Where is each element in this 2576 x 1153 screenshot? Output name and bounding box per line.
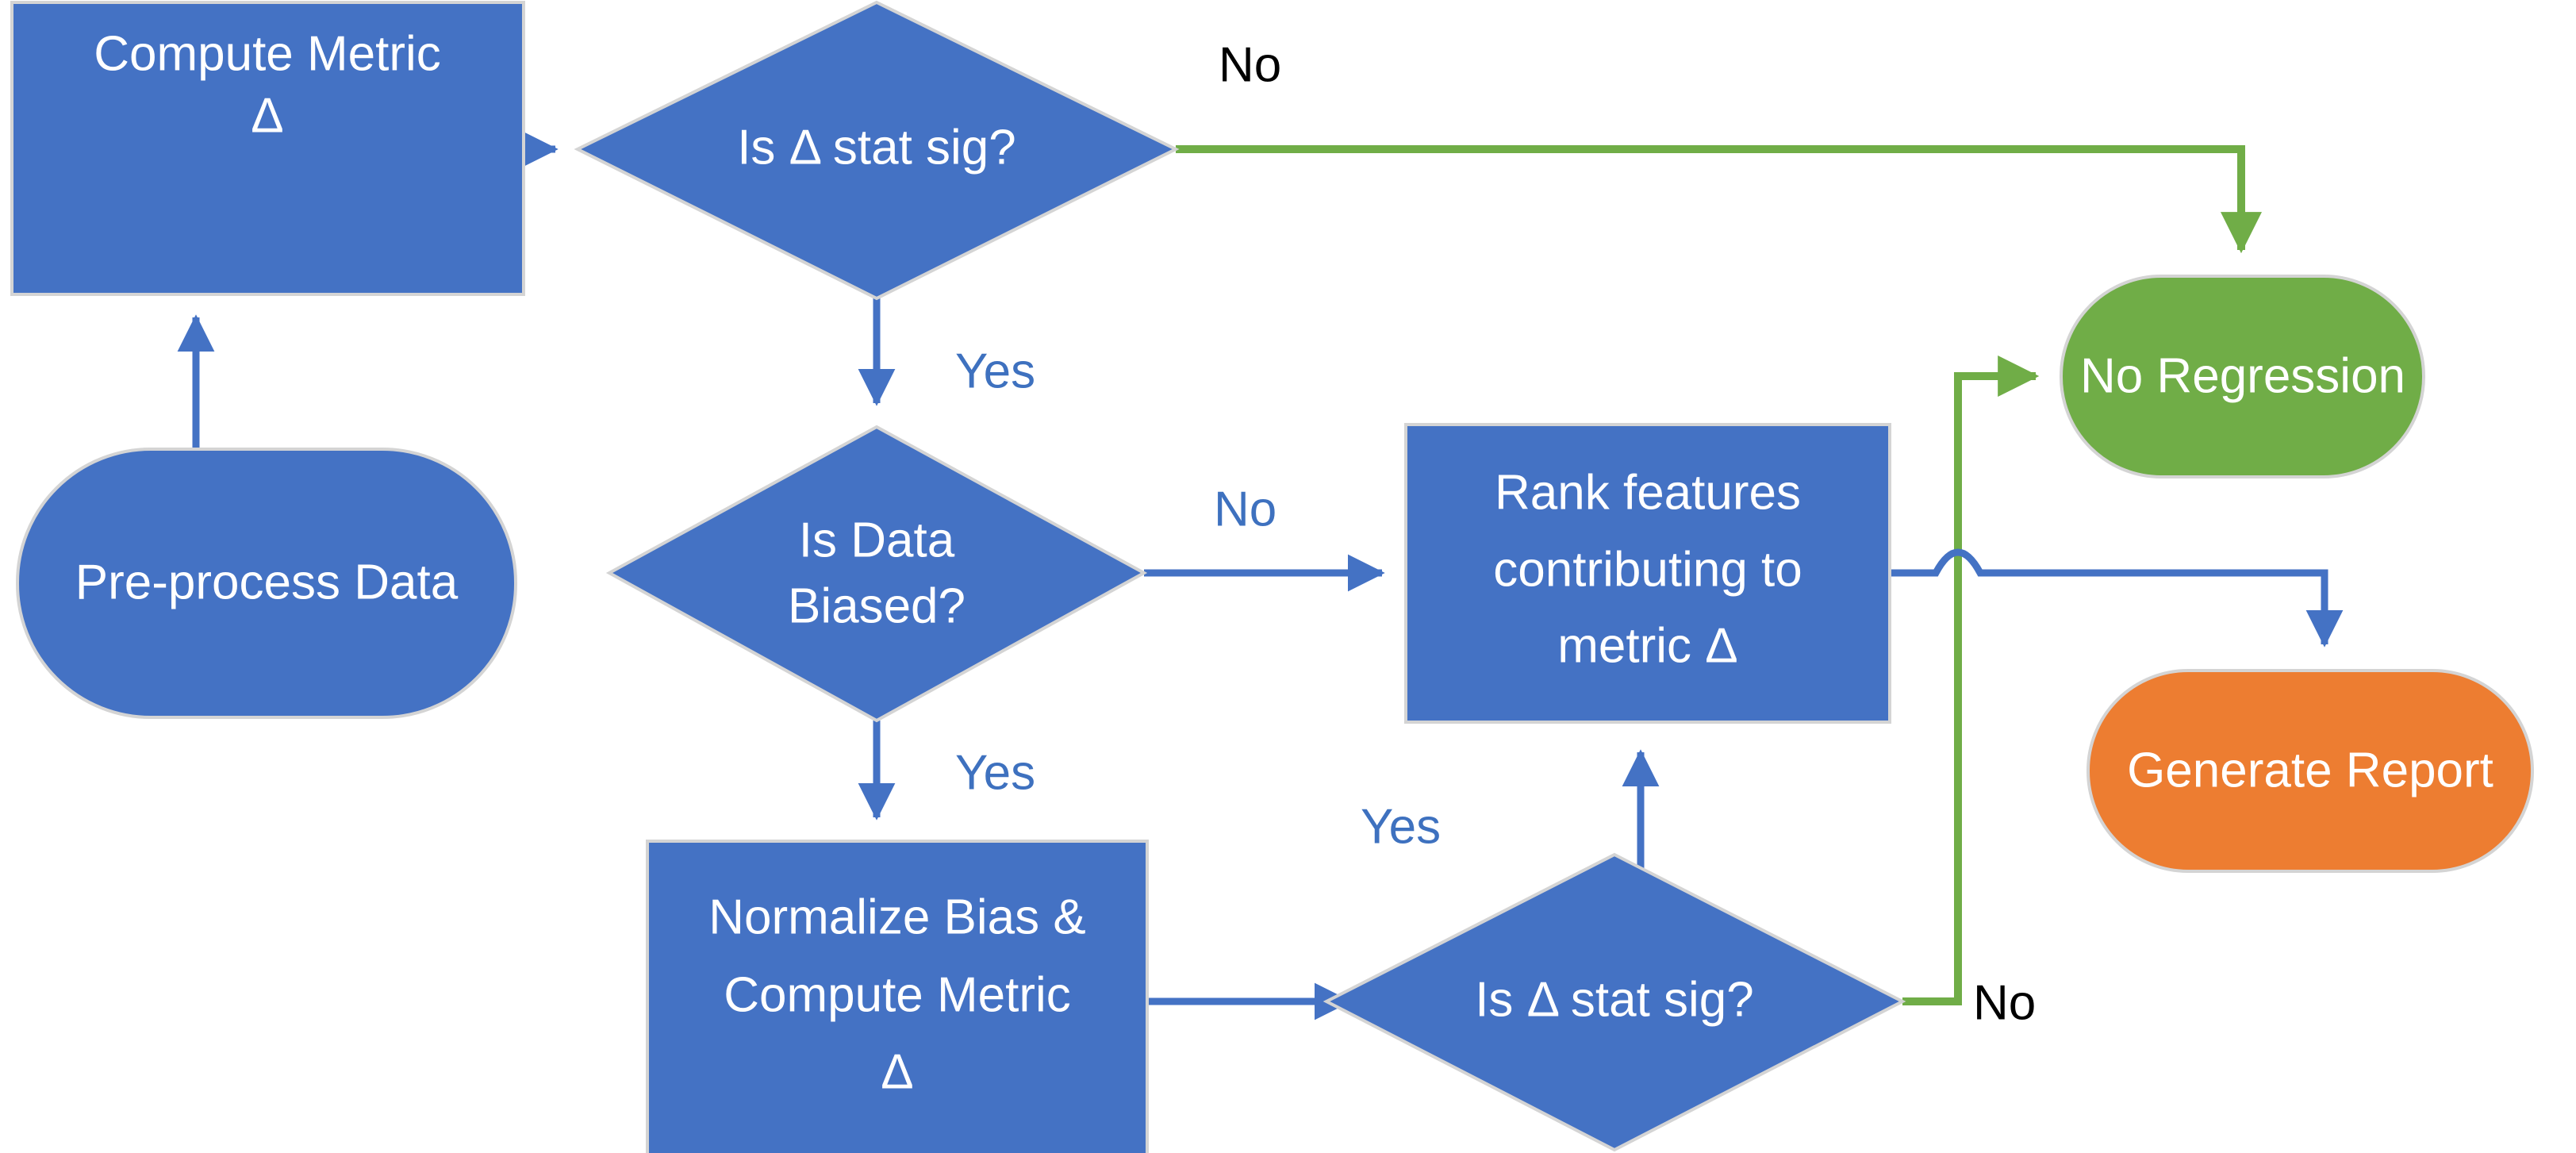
node-label: Generate Report (2127, 743, 2493, 797)
edge-line (1902, 356, 2040, 1005)
node-label: Pre-process Data (75, 555, 459, 609)
node-label-line2: Biased? (788, 578, 966, 633)
edge-label-statsig1-no: No (1219, 37, 1281, 92)
node-shape[interactable] (605, 425, 1148, 723)
edge-label-biased-no: No (1214, 482, 1276, 536)
node-shape[interactable] (16, 448, 517, 719)
edge-label-biased-yes: Yes (955, 745, 1035, 800)
edge-label-statsig2-yes: Yes (1361, 799, 1441, 854)
node-label-line3: Δ (881, 1044, 913, 1099)
edge-label-statsig2-no: No (1973, 975, 2036, 1030)
node-shape[interactable] (1404, 423, 1891, 724)
edge-statsig1-no-to-noregression (1176, 145, 2262, 254)
node-shape[interactable] (10, 1, 525, 296)
node-is-delta-stat-sig-2[interactable]: Is Δ stat sig? (1323, 852, 1906, 1152)
node-shape[interactable] (646, 840, 1149, 1153)
node-shape[interactable] (2087, 669, 2534, 873)
edge-line (1176, 145, 2262, 254)
node-label-line1: Normalize Bias & (708, 890, 1085, 944)
node-label-line2: Compute Metric (724, 967, 1071, 1022)
node-label-line2: contributing to (1493, 542, 1802, 597)
edge-line (1890, 548, 2344, 648)
node-no-regression[interactable]: No Regression (2060, 275, 2425, 478)
node-compute-metric-delta[interactable]: Compute Metric Δ (10, 1, 525, 296)
edge-label-statsig1-yes: Yes (955, 344, 1035, 398)
edge-rank-to-generate-report (1890, 548, 2344, 648)
node-generate-report[interactable]: Generate Report (2087, 669, 2534, 873)
node-shape[interactable] (1323, 852, 1906, 1152)
node-label: Is Δ stat sig? (737, 120, 1016, 175)
node-shape[interactable] (574, 0, 1180, 301)
node-label: No Regression (2080, 348, 2405, 403)
node-label-line1: Compute Metric (94, 26, 441, 81)
node-rank-features[interactable]: Rank features contributing to metric Δ (1404, 423, 1891, 724)
node-is-data-biased[interactable]: Is Data Biased? (605, 425, 1148, 723)
node-pre-process-data[interactable]: Pre-process Data (16, 448, 517, 719)
node-is-delta-stat-sig-1[interactable]: Is Δ stat sig? (574, 0, 1180, 301)
node-label-line1: Rank features (1495, 465, 1801, 520)
node-label-line1: Is Data (799, 513, 955, 567)
node-label-line3: metric Δ (1557, 618, 1737, 673)
node-normalize-bias[interactable]: Normalize Bias & Compute Metric Δ (646, 840, 1149, 1153)
edge-statsig2-no-to-noregression (1902, 356, 2040, 1005)
node-shape[interactable] (2060, 275, 2425, 478)
node-label: Is Δ stat sig? (1475, 972, 1754, 1027)
node-label-line2: Δ (251, 88, 283, 143)
